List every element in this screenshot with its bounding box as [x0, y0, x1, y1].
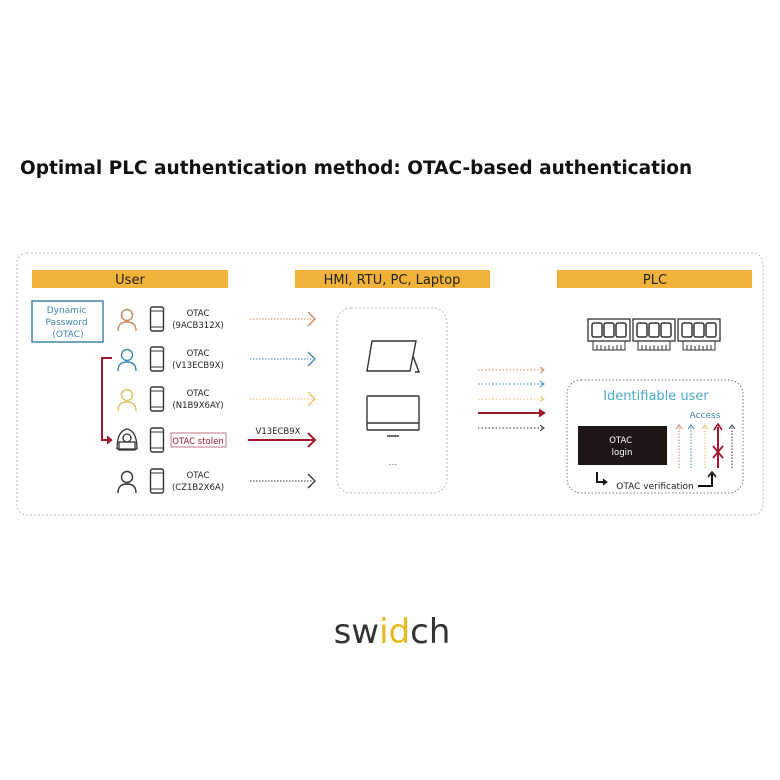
arrowhead-icon: [307, 432, 317, 448]
plc-chip-icon: [677, 318, 721, 351]
svg-text:OTAC stolen: OTAC stolen: [172, 437, 223, 447]
svg-text:(CZ1B2X6A): (CZ1B2X6A): [172, 483, 224, 493]
access-label: Access: [690, 411, 721, 421]
device-to-plc-arrows: [478, 366, 546, 432]
phone-icon: [149, 346, 165, 372]
svg-text:(V13ECB9X): (V13ECB9X): [172, 361, 224, 371]
stolen-code: V13ECB9X: [256, 427, 301, 437]
user-row-hacker: OTAC stolen V13ECB9X: [116, 427, 317, 453]
user-header: User: [115, 273, 145, 288]
arrowhead-icon: [307, 473, 316, 489]
tablet-icon: [366, 340, 421, 373]
identifiable-user-box: [566, 379, 744, 494]
svg-text:OTAC: OTAC: [187, 349, 210, 359]
user-row-3: OTAC (N1B9X6AY): [117, 386, 316, 412]
user-row-5: OTAC (CZ1B2X6A): [117, 468, 316, 494]
otac-login-label: OTAC login: [609, 436, 635, 458]
device-group: [336, 307, 448, 494]
hacker-icon: [116, 428, 138, 451]
blocked-x-icon: [712, 445, 724, 459]
svg-text:(9ACB312X): (9ACB312X): [172, 321, 224, 331]
person-icon: [117, 388, 137, 412]
theft-bracket: [101, 357, 112, 441]
otac-verification-label: OTAC verification: [616, 482, 693, 492]
plc-chip-icon: [632, 318, 676, 351]
phone-icon: [149, 386, 165, 412]
otac-stolen-badge: [170, 432, 227, 448]
person-icon: [117, 470, 137, 494]
user-row-1: OTAC (9ACB312X): [117, 306, 316, 332]
svg-text:OTAC: OTAC: [187, 309, 210, 319]
person-icon: [117, 308, 137, 332]
phone-icon: [149, 427, 165, 453]
arrowhead-icon: [307, 351, 316, 367]
arrowhead-icon: [602, 478, 608, 486]
plc-header-bar: [557, 270, 752, 288]
more-devices: ...: [389, 458, 398, 468]
plc-header: PLC: [643, 273, 667, 288]
verification-arrow-right: [698, 474, 713, 487]
monitor-icon: [366, 395, 420, 437]
arrowhead-icon: [307, 391, 316, 407]
identifiable-user-label: Identifiable user: [603, 389, 709, 404]
phone-icon: [149, 468, 165, 494]
verification-arrow-left: [596, 472, 605, 483]
outer-frame: [16, 252, 764, 516]
svg-text:(N1B9X6AY): (N1B9X6AY): [172, 401, 223, 411]
person-icon: [117, 348, 137, 372]
arrowhead-icon: [307, 311, 316, 327]
arrowhead-icon: [707, 470, 717, 478]
dynamic-password-box: [31, 300, 104, 343]
page-title: Optimal PLC authentication method: OTAC-…: [20, 158, 692, 179]
devices-header: HMI, RTU, PC, Laptop: [324, 273, 461, 288]
plc-chip-icon: [587, 318, 631, 351]
user-row-2: OTAC (V13ECB9X): [117, 346, 316, 372]
devices-header-bar: [295, 270, 490, 288]
phone-icon: [149, 306, 165, 332]
arrowhead-icon: [106, 435, 113, 445]
swidch-logo: swidch: [334, 612, 451, 652]
dynamic-password-label: Dynamic Password (OTAC): [46, 306, 91, 340]
user-header-bar: [32, 270, 228, 288]
svg-text:OTAC: OTAC: [187, 471, 210, 481]
svg-text:OTAC: OTAC: [187, 389, 210, 399]
access-arrows: [675, 422, 736, 468]
otac-login-box: [578, 426, 667, 465]
